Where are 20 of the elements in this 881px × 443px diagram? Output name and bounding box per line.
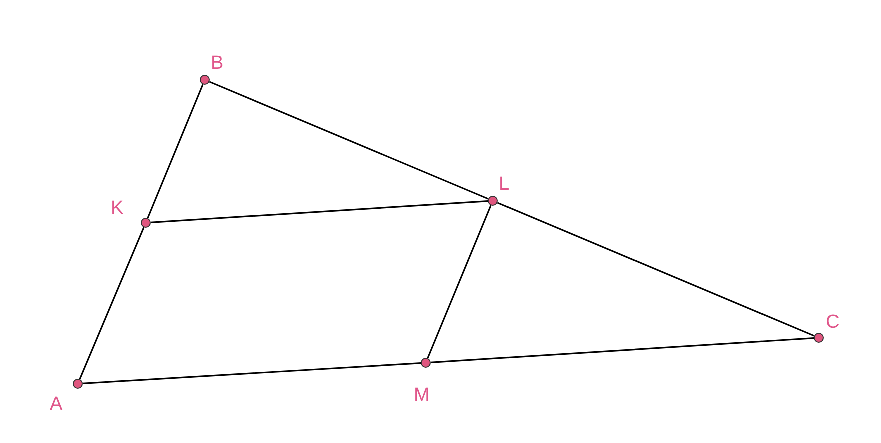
point-label: K [111,199,124,218]
point-label: M [414,386,430,405]
point-label: L [499,175,510,194]
line-segment [150,200,488,224]
point-marker [814,333,824,343]
line-segment [209,81,489,200]
point-marker [200,75,210,85]
line-segment [147,84,204,219]
point-label: C [826,313,840,332]
line-segment [497,202,815,337]
point-marker [421,358,431,368]
line-segment [430,338,814,364]
line-segment [82,362,422,384]
point-marker [73,379,83,389]
line-segment [79,227,145,380]
point-label: A [50,395,63,414]
point-marker [141,218,151,228]
point-label: B [211,54,224,73]
point-marker [488,196,498,206]
line-segment [427,205,492,359]
